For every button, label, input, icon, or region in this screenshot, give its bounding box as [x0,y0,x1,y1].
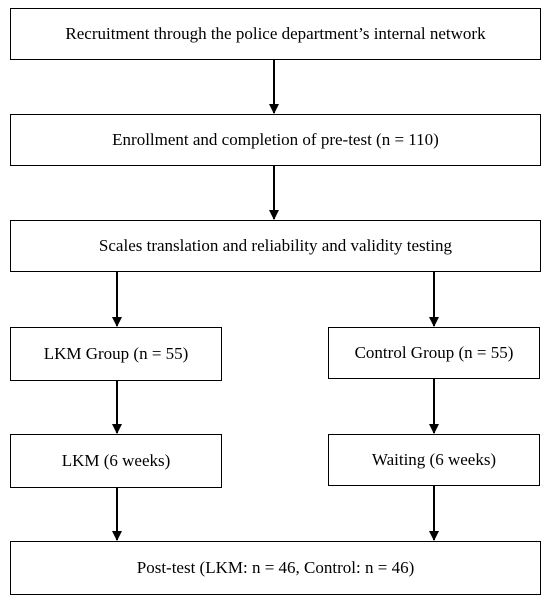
waiting-label: Waiting (6 weeks) [371,449,497,469]
post-test-label: Post-test (LKM: n = 46, Control: n = 46) [136,557,415,577]
lkm-intervention-label: LKM (6 weeks) [61,450,171,470]
lkm-group-label: LKM Group (n = 55) [43,343,189,363]
control-group-label: Control Group (n = 55) [354,342,514,362]
post-test-box: Post-test (LKM: n = 46, Control: n = 46) [10,541,541,595]
recruitment-box: Recruitment through the police departmen… [10,8,541,60]
lkm-intervention-box: LKM (6 weeks) [10,434,222,488]
enrollment-label: Enrollment and completion of pre-test (n… [112,129,439,149]
control-group-box: Control Group (n = 55) [328,327,540,379]
enrollment-box: Enrollment and completion of pre-test (n… [10,114,541,166]
scales-testing-label: Scales translation and reliability and v… [98,235,453,255]
waiting-box: Waiting (6 weeks) [328,434,540,486]
recruitment-label: Recruitment through the police departmen… [65,23,486,43]
scales-testing-box: Scales translation and reliability and v… [10,220,541,272]
lkm-group-box: LKM Group (n = 55) [10,327,222,381]
